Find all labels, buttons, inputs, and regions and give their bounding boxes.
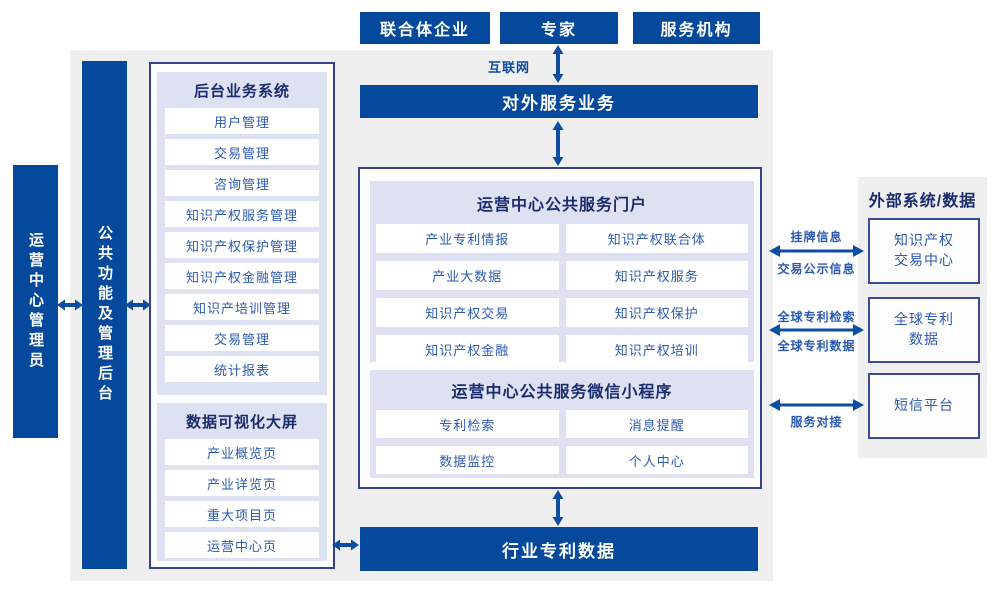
backend-item: 咨询管理 xyxy=(165,170,319,196)
backend-item: 知识产培训管理 xyxy=(165,294,319,320)
external-system-label: 知识产权 交易中心 xyxy=(894,232,954,268)
backend-item: 知识产权金融管理 xyxy=(165,263,319,289)
link-label-service-connect: 服务对接 xyxy=(790,415,843,429)
data-screen-item: 重大项目页 xyxy=(165,501,319,527)
actor-box-expert: 专家 xyxy=(500,12,618,44)
backend-item: 交易管理 xyxy=(165,139,319,165)
vertical-double-arrow-icon xyxy=(552,45,564,83)
external-system-sms: 短信平台 xyxy=(868,373,980,439)
backend-item: 交易管理 xyxy=(165,325,319,351)
backend-function-bar: 公共功能及管理后台 xyxy=(82,61,127,569)
miniprogram-item: 消息提醒 xyxy=(565,410,748,438)
miniprogram-item: 个人中心 xyxy=(565,446,748,474)
vertical-double-arrow-icon xyxy=(552,490,564,526)
backend-item: 统计报表 xyxy=(165,356,319,382)
external-service-bar: 对外服务业务 xyxy=(360,85,758,118)
miniprogram-item: 专利检索 xyxy=(376,410,559,438)
horizontal-double-arrow-icon xyxy=(332,539,359,551)
portal-item: 知识产权服务 xyxy=(565,261,748,290)
external-system-label: 短信平台 xyxy=(894,397,954,414)
portal-item: 知识产权金融 xyxy=(376,335,559,364)
vertical-double-arrow-icon xyxy=(552,121,564,166)
backend-function-label: 公共功能及管理后台 xyxy=(96,225,113,405)
actor-label: 联合体企业 xyxy=(379,22,470,39)
industry-data-label: 行业专利数据 xyxy=(502,541,616,561)
admin-role-bar: 运营中心管理员 xyxy=(13,165,58,438)
external-system-ip-exchange: 知识产权 交易中心 xyxy=(868,218,980,284)
actor-box-service-org: 服务机构 xyxy=(633,12,760,44)
long-double-arrow-icon xyxy=(769,324,864,336)
public-service-box: 运营中心公共服务门户 产业专利情报 知识产权联合体 产业大数据 知识产权服务 知… xyxy=(358,167,762,489)
portal-item: 产业专利情报 xyxy=(376,224,559,253)
portal-item: 知识产权培训 xyxy=(565,335,748,364)
long-double-arrow-icon xyxy=(769,245,864,257)
actor-label: 专家 xyxy=(540,22,577,39)
link-label-listing-info: 挂牌信息 xyxy=(790,230,843,244)
backend-item: 知识产权保护管理 xyxy=(165,232,319,258)
actor-label: 服务机构 xyxy=(660,22,733,39)
miniprogram-item: 数据监控 xyxy=(376,446,559,474)
miniprogram-title: 运营中心公共服务微信小程序 xyxy=(451,384,673,401)
actor-box-consortium: 联合体企业 xyxy=(360,12,490,44)
portal-title: 运营中心公共服务门户 xyxy=(476,197,647,214)
portal-panel: 运营中心公共服务门户 产业专利情报 知识产权联合体 产业大数据 知识产权服务 知… xyxy=(370,181,754,364)
industry-data-bar: 行业专利数据 xyxy=(360,527,758,571)
long-double-arrow-icon xyxy=(769,399,864,411)
backend-item: 用户管理 xyxy=(165,108,319,134)
backend-item: 知识产权服务管理 xyxy=(165,201,319,227)
link-label-global-search: 全球专利检索 xyxy=(777,310,856,324)
portal-item: 知识产权联合体 xyxy=(565,224,748,253)
internet-label: 互联网 xyxy=(487,60,530,75)
horizontal-double-arrow-icon xyxy=(57,299,83,311)
external-system-global-patent: 全球专利 数据 xyxy=(868,297,980,363)
admin-role-label: 运营中心管理员 xyxy=(27,231,44,372)
data-screen-item: 运营中心页 xyxy=(165,532,319,558)
backend-system-title: 后台业务系统 xyxy=(193,83,290,100)
backend-system-panel: 后台业务系统 用户管理 交易管理 咨询管理 知识产权服务管理 知识产权保护管理 … xyxy=(157,72,327,395)
portal-item: 知识产权保护 xyxy=(565,298,748,327)
data-screen-item: 产业概览页 xyxy=(165,439,319,465)
portal-item: 知识产权交易 xyxy=(376,298,559,327)
external-system-label: 全球专利 数据 xyxy=(894,311,954,347)
miniprogram-panel: 运营中心公共服务微信小程序 专利检索 消息提醒 数据监控 个人中心 xyxy=(370,370,754,478)
horizontal-double-arrow-icon xyxy=(125,299,151,311)
portal-item: 产业大数据 xyxy=(376,261,559,290)
external-systems-title: 外部系统/数据 xyxy=(868,193,977,210)
data-screen-panel: 数据可视化大屏 产业概览页 产业详览页 重大项目页 运营中心页 xyxy=(157,403,327,561)
link-label-trade-publicity: 交易公示信息 xyxy=(777,262,856,276)
admin-modules-box: 后台业务系统 用户管理 交易管理 咨询管理 知识产权服务管理 知识产权保护管理 … xyxy=(149,62,335,569)
external-service-label: 对外服务业务 xyxy=(502,94,616,113)
data-screen-title: 数据可视化大屏 xyxy=(185,414,298,431)
data-screen-item: 产业详览页 xyxy=(165,470,319,496)
link-label-global-data: 全球专利数据 xyxy=(777,339,856,353)
